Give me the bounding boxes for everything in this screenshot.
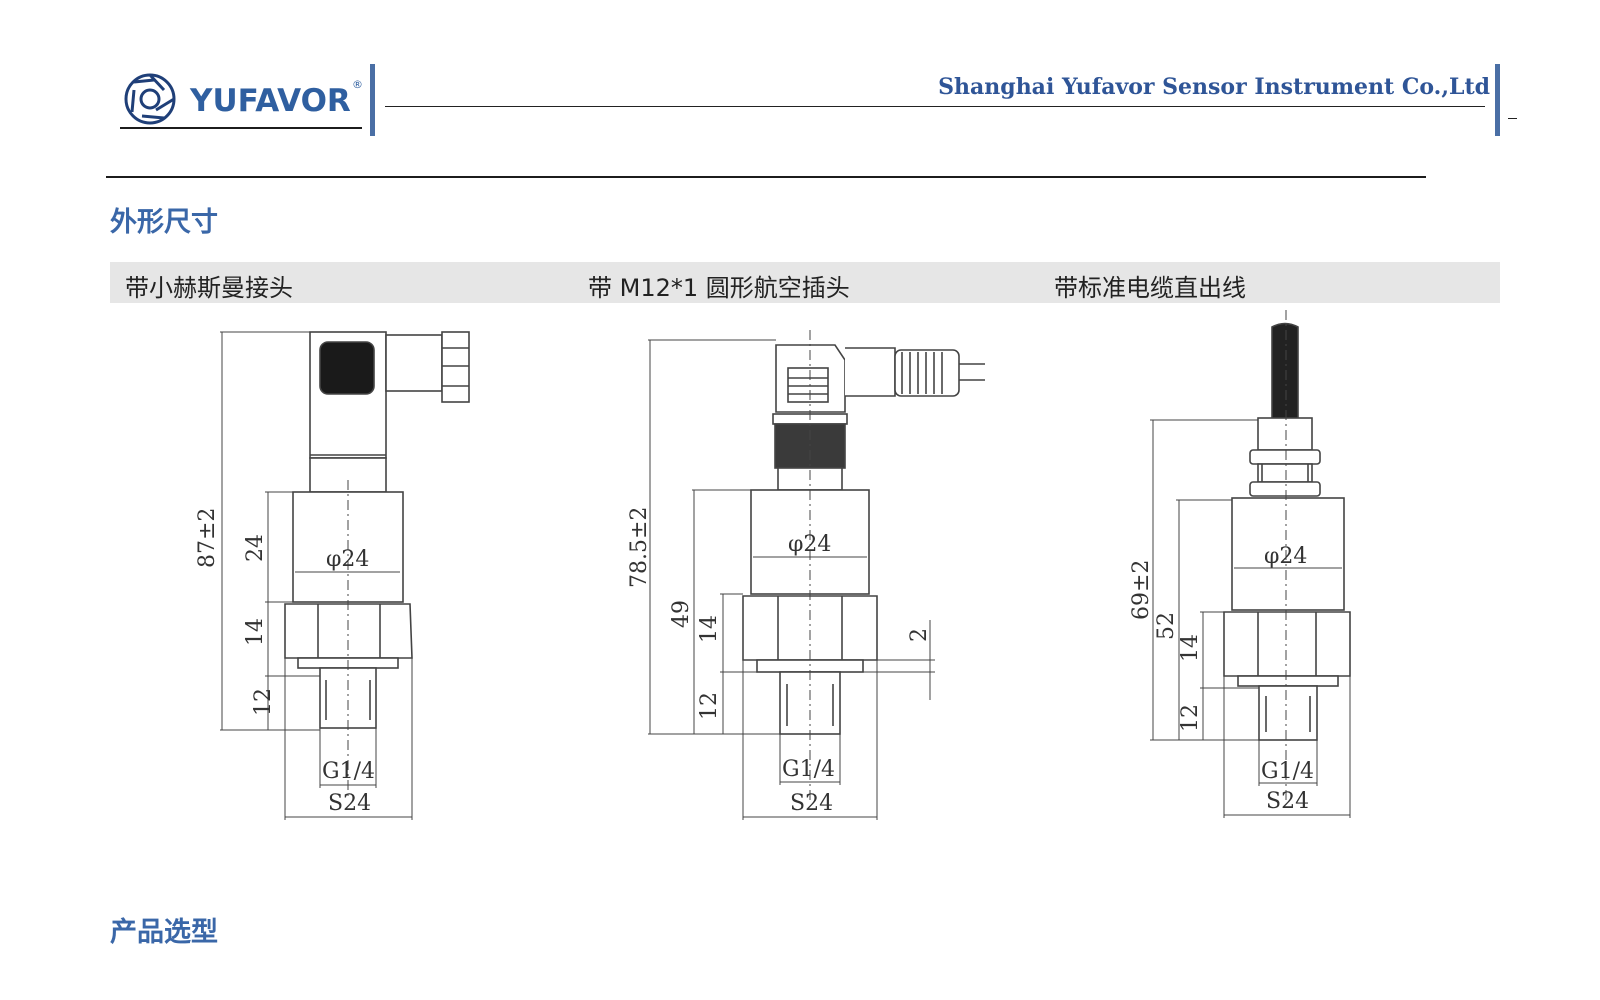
variant-label-cable: 带标准电缆直出线 [1054, 274, 1246, 302]
dim-hex-size-1: S24 [328, 791, 371, 816]
aperture-logo-icon [124, 73, 176, 125]
dim-thread-size-2: G1/4 [782, 757, 835, 782]
dim-hex-size-3: S24 [1266, 789, 1309, 814]
logo-underline [120, 127, 362, 129]
registered-mark: ® [352, 78, 363, 91]
header-rule [385, 106, 1485, 107]
company-name: Shanghai Yufavor Sensor Instrument Co.,L… [938, 74, 1490, 100]
variant-label-hirschmann: 带小赫斯曼接头 [125, 274, 293, 302]
drawing-m12 [648, 330, 985, 820]
dim-thread-size-3: G1/4 [1261, 759, 1314, 784]
variant-label-bar [110, 262, 1500, 303]
dim-thread-3: 12 [1178, 704, 1203, 732]
dim-gap-2: 2 [907, 628, 932, 642]
section-title-dimensions: 外形尺寸 [110, 207, 218, 238]
header-right-dash [1508, 118, 1517, 119]
dim-thread-size-1: G1/4 [322, 759, 375, 784]
dim-total-1: 87±2 [195, 508, 220, 568]
section-title-selection: 产品选型 [110, 917, 218, 948]
drawing-cable [1150, 310, 1351, 818]
connector-window-icon [319, 341, 375, 395]
brand-name: YUFAVOR [189, 83, 351, 119]
header-right-bar [1495, 64, 1500, 136]
header-left-bar [370, 64, 375, 136]
dim-body-3: 52 [1154, 612, 1179, 640]
dim-diameter-1: φ24 [326, 547, 369, 572]
dim-thread-2: 12 [697, 692, 722, 720]
yufavor-logo: YUFAVOR ® [124, 73, 363, 125]
dim-total-3: 69±2 [1129, 560, 1154, 620]
section-divider [106, 176, 1426, 178]
dim-hex-1: 14 [243, 618, 268, 646]
cable-icon [1271, 322, 1299, 421]
dim-diameter-2: φ24 [788, 532, 831, 557]
dim-thread-1: 12 [251, 688, 276, 716]
dim-hex-3: 14 [1178, 634, 1203, 662]
dim-hex-size-2: S24 [790, 791, 833, 816]
dim-diameter-3: φ24 [1264, 544, 1307, 569]
dim-body-2: 49 [669, 600, 694, 628]
drawing-hirschmann [220, 331, 470, 820]
dim-hex-2: 14 [697, 615, 722, 643]
variant-label-m12: 带 M12*1 圆形航空插头 [588, 274, 850, 302]
dim-total-2: 78.5±2 [627, 507, 652, 588]
dim-body-1: 24 [243, 534, 268, 562]
